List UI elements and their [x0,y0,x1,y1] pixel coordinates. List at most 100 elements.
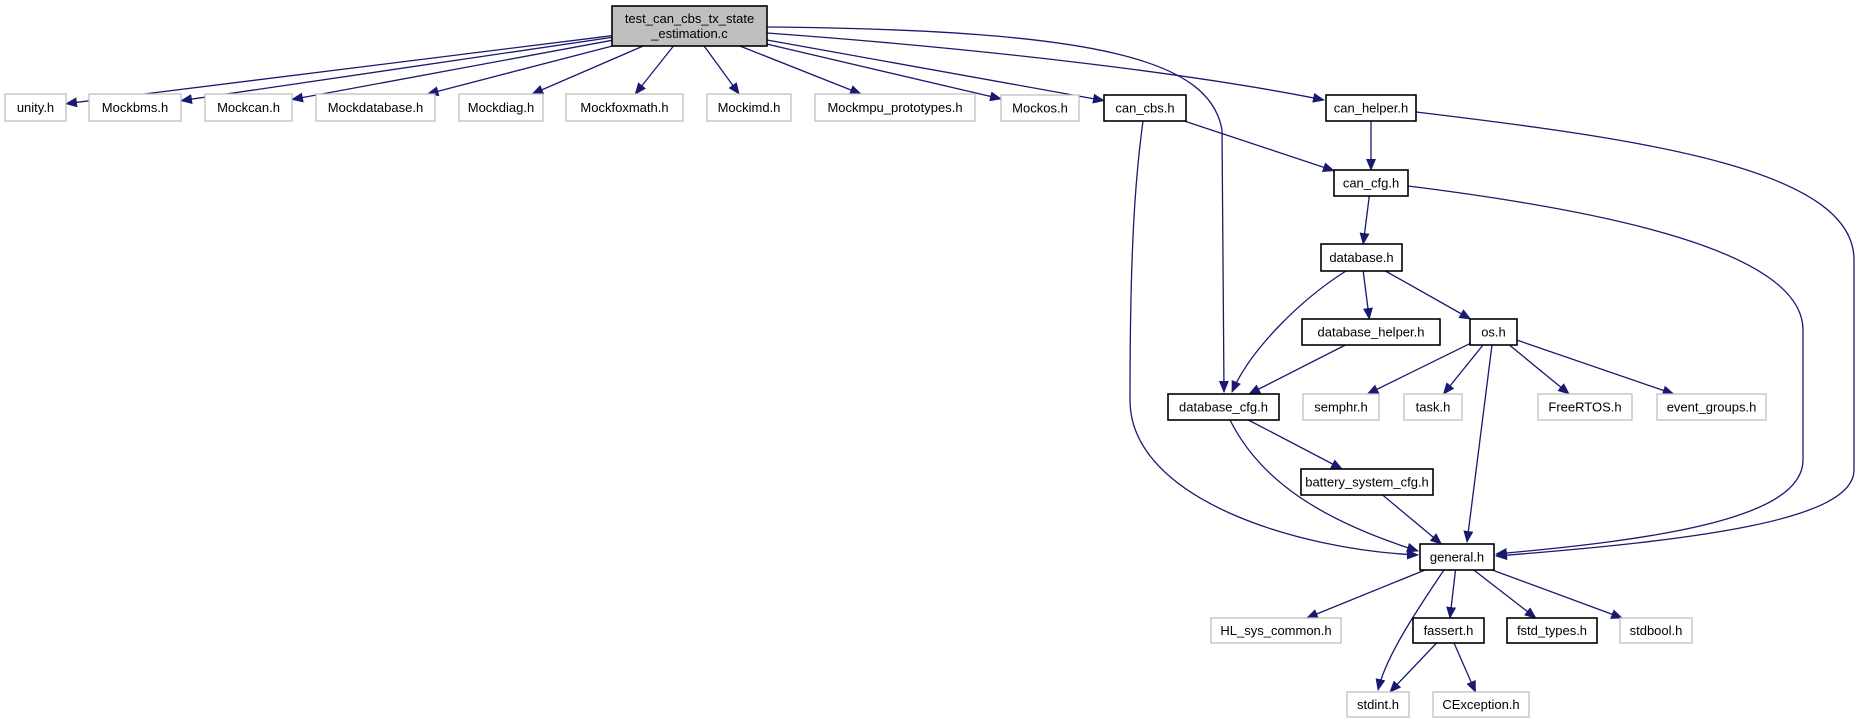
node-box [458,93,544,122]
node-box [1403,393,1463,421]
node-mockmpu: Mockmpu_prototypes.h [814,93,976,122]
edge-database-to-database_helper [1362,270,1373,320]
edge-database_helper-to-database_cfg [1248,344,1346,395]
node-label: Mockbms.h [102,100,168,115]
node-box [1619,617,1693,644]
node-database_cfg[interactable]: database_cfg.h [1167,393,1280,421]
edge-can_helper-to-general [1415,111,1855,561]
edge-os-to-event_groups [1516,339,1675,396]
edge-root-to-mockos [766,43,1002,102]
edge-root-to-database_cfg [766,26,1229,393]
node-label: event_groups.h [1667,400,1757,415]
edge-os-to-freertos [1508,344,1570,395]
node-can_cbs[interactable]: can_cbs.h [1103,94,1187,122]
node-label: database_cfg.h [1179,400,1268,415]
node-mockimd: Mockimd.h [706,93,792,122]
node-label: general.h [1430,550,1484,565]
node-mockdatabase: Mockdatabase.h [315,93,436,122]
edge-can_cfg-to-general [1407,185,1804,558]
edge-root-to-mockfoxmath [634,45,675,95]
node-hl_sys_common: HL_sys_common.h [1210,617,1342,644]
node-semphr: semphr.h [1302,393,1380,421]
node-label: _estimation.c [650,26,728,41]
node-general[interactable]: general.h [1419,543,1495,571]
edge-general-to-hl_sys_common [1305,569,1426,619]
node-label: CException.h [1442,697,1519,712]
edge-root-to-mockbms [180,36,613,105]
node-can_cfg[interactable]: can_cfg.h [1333,169,1409,197]
node-box [1656,393,1767,421]
node-label: Mockdatabase.h [328,100,423,115]
node-label: Mockimd.h [718,100,781,115]
node-box [706,93,792,122]
edge-database_cfg-to-battery_system_cfg [1248,419,1343,470]
node-fassert[interactable]: fassert.h [1412,617,1485,644]
node-mockfoxmath: Mockfoxmath.h [565,93,684,122]
edge-root-to-unity [65,35,613,108]
node-box [1325,94,1417,122]
node-os[interactable]: os.h [1469,318,1518,346]
node-database_helper[interactable]: database_helper.h [1301,318,1441,346]
node-label: can_helper.h [1334,101,1408,116]
node-event_groups: event_groups.h [1656,393,1767,421]
node-stdbool: stdbool.h [1619,617,1693,644]
edge-can_cfg-to-database [1359,195,1370,245]
edge-root-to-mockdiag [531,45,644,95]
edge-os-to-general [1463,344,1493,543]
node-label: HL_sys_common.h [1220,623,1331,638]
node-box [1167,393,1280,421]
edge-database-to-os [1385,270,1472,320]
node-box [1469,318,1518,346]
node-box [1103,94,1187,122]
node-box [1320,243,1403,272]
node-label: database.h [1329,250,1393,265]
node-label: can_cbs.h [1115,101,1174,116]
node-label: fstd_types.h [1517,623,1587,638]
node-freertos: FreeRTOS.h [1537,393,1633,421]
node-label: semphr.h [1314,400,1367,415]
node-box [1537,393,1633,421]
edge-general-to-stdint [1375,569,1445,691]
node-box [1506,617,1598,644]
edge-database-to-database_cfg [1231,270,1347,393]
node-can_helper[interactable]: can_helper.h [1325,94,1417,122]
node-unity: unity.h [4,93,67,122]
edge-general-to-fassert [1446,569,1457,619]
node-box [1000,94,1080,122]
node-root[interactable]: test_can_cbs_tx_state_estimation.c [611,5,768,47]
node-box [315,93,436,122]
edge-root-to-mockimd [703,45,740,95]
node-box [1333,169,1409,197]
node-label: unity.h [17,100,54,115]
edge-fassert-to-cexception [1453,642,1477,693]
node-mockcan: Mockcan.h [204,93,293,122]
node-box [611,5,768,47]
node-label: database_helper.h [1318,325,1425,340]
node-cexception: CException.h [1432,691,1530,718]
edge-general-to-fstd_types [1473,569,1537,619]
node-label: fassert.h [1424,623,1474,638]
edge-root-to-mockcan [291,39,613,103]
edge-os-to-task [1442,344,1484,395]
edge-fassert-to-stdint [1389,642,1438,693]
edge-root-to-can_helper [766,32,1325,103]
node-label: stdint.h [1357,697,1399,712]
node-box [1210,617,1342,644]
node-box [204,93,293,122]
node-label: Mockdiag.h [468,100,534,115]
edge-root-to-mockdatabase [426,45,613,97]
node-box [1300,468,1434,496]
node-database[interactable]: database.h [1320,243,1403,272]
node-label: task.h [1416,400,1451,415]
node-label: Mockmpu_prototypes.h [827,100,962,115]
edge-can_cbs-to-general [1129,120,1419,560]
node-label: battery_system_cfg.h [1305,475,1429,490]
node-battery_system_cfg[interactable]: battery_system_cfg.h [1300,468,1434,496]
node-box [1346,691,1410,718]
node-fstd_types[interactable]: fstd_types.h [1506,617,1598,644]
node-stdint: stdint.h [1346,691,1410,718]
node-box [565,93,684,122]
node-box [1301,318,1441,346]
node-label: Mockos.h [1012,101,1068,116]
